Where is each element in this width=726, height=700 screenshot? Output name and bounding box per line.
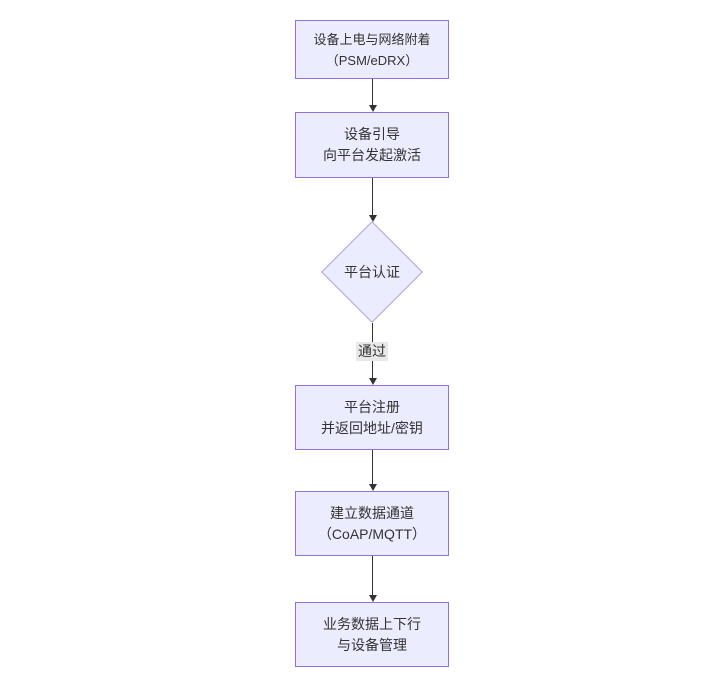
node-text: 与设备管理	[337, 636, 407, 653]
node-text: 设备引导	[344, 126, 400, 142]
node-text: 业务数据上下行	[323, 615, 421, 632]
edge-arrow-1	[368, 79, 377, 112]
edge-arrow-2	[368, 178, 377, 222]
arrow-shaft	[372, 178, 373, 216]
arrow-down-icon	[368, 378, 377, 385]
node-business-data: 业务数据上下行 与设备管理	[295, 602, 449, 667]
node-bootstrap-activate: 设备引导 向平台发起激活	[295, 112, 449, 178]
node-text: 并返回地址/密钥	[321, 419, 423, 436]
edge-label-pass: 通过	[356, 342, 388, 361]
arrow-down-icon	[368, 105, 377, 112]
arrow-shaft	[372, 79, 373, 106]
edge-arrow-4	[368, 450, 377, 491]
node-text: 向平台发起激活	[323, 147, 421, 163]
node-text: 平台注册	[344, 398, 400, 415]
node-platform-auth: 平台认证	[321, 221, 423, 323]
node-text: 平台认证	[344, 264, 400, 280]
edge-arrow-5	[368, 556, 377, 602]
arrow-down-icon	[368, 484, 377, 491]
node-data-channel: 建立数据通道 （CoAP/MQTT）	[295, 491, 449, 556]
node-power-attach: 设备上电与网络附着 （PSM/eDRX）	[295, 20, 449, 79]
node-text: 建立数据通道	[330, 504, 414, 521]
arrow-down-icon	[368, 595, 377, 602]
node-text: （PSM/eDRX）	[325, 52, 419, 68]
node-platform-register: 平台注册 并返回地址/密钥	[295, 385, 449, 450]
arrow-shaft	[372, 450, 373, 485]
arrow-shaft	[372, 556, 373, 596]
node-text: 设备上电与网络附着	[313, 31, 431, 47]
arrow-down-icon	[368, 215, 377, 222]
node-text: （CoAP/MQTT）	[317, 525, 427, 542]
